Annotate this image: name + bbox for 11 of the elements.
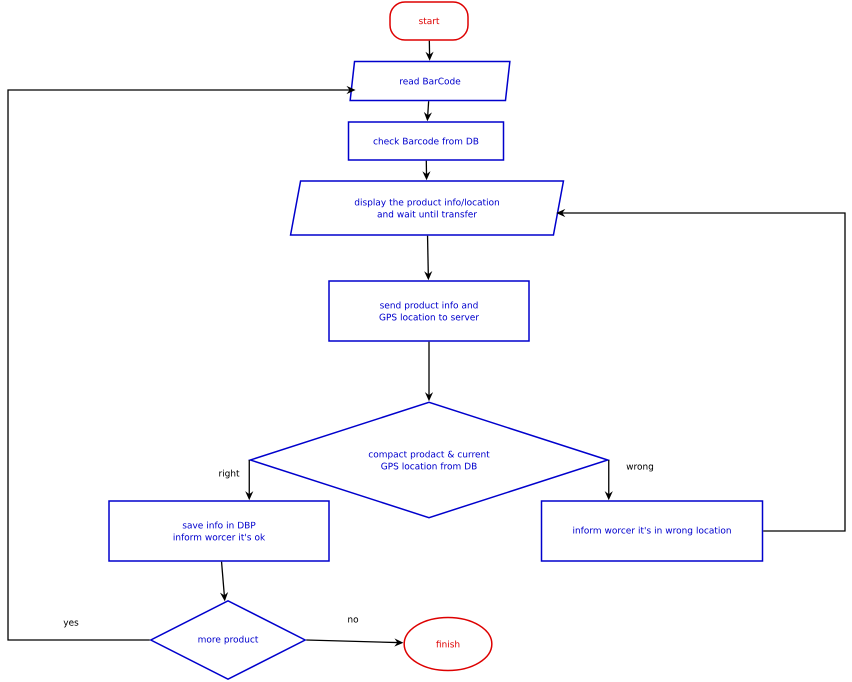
terminal-oval: finish (403, 616, 493, 672)
edge-label: yes (62, 620, 80, 628)
process-box: check Barcode from DB (348, 121, 504, 161)
edge-label: no (346, 616, 360, 624)
io-parallelogram: read BarCode (349, 60, 511, 102)
edge-label: wrong (625, 464, 655, 472)
process-box: inform worcer it's in wrong location (540, 500, 764, 562)
io-parallelogram: display the product info/location and wait until transfer (290, 180, 564, 236)
process-box: save info in DBP inform worcer it's ok (108, 500, 330, 562)
edge-label: right (217, 468, 241, 480)
process-box: send product info and GPS location to server (328, 280, 530, 342)
